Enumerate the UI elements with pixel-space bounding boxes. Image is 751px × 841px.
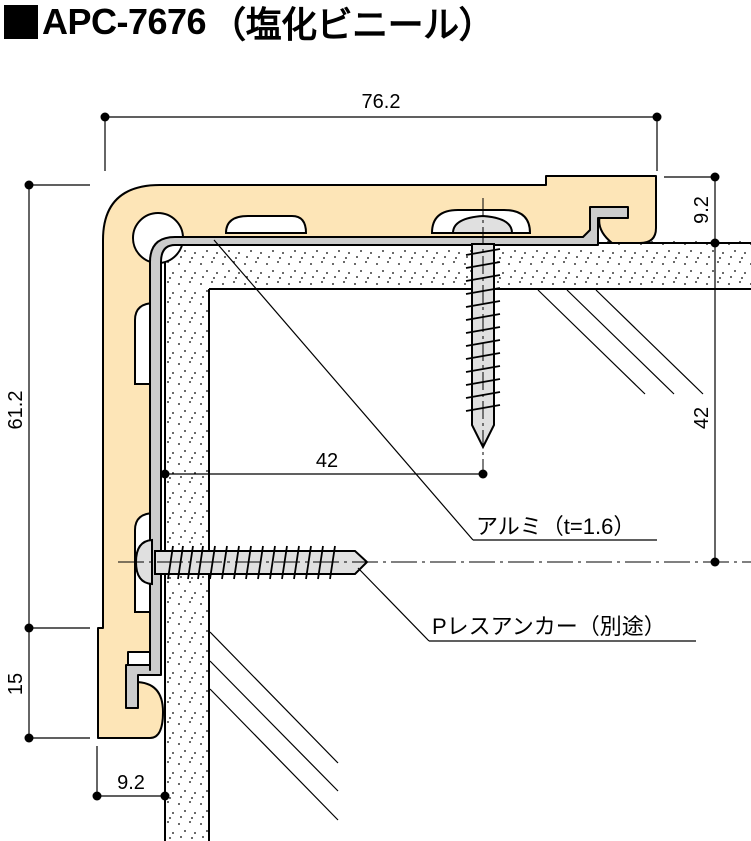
dim-overall-width: 76.2 — [362, 91, 401, 113]
label-aluminum: アルミ（t=1.6） — [476, 514, 635, 539]
dimension-lines — [24, 112, 720, 801]
top-screw — [451, 198, 514, 480]
leader-lines — [213, 239, 696, 642]
dim-bottom-lip-height: 15 — [5, 673, 27, 695]
material-name: （塩化ビニール） — [210, 4, 495, 45]
label-anchor: Pレスアンカー（別途） — [432, 614, 666, 639]
dim-bottom-lip-width: 9.2 — [117, 772, 145, 794]
dim-screw-horizontal-offset: 42 — [316, 450, 338, 472]
model-number: APC-7676 — [42, 1, 207, 42]
square-bullet-icon — [4, 5, 38, 39]
aluminum-angle — [125, 206, 629, 709]
dim-screw-vertical-offset: 42 — [691, 407, 713, 429]
drawing-title: APC-7676 （塩化ビニール） — [4, 1, 495, 45]
dim-top-lip-height: 9.2 — [691, 196, 713, 224]
anchor-screw — [118, 538, 751, 586]
dim-overall-height: 61.2 — [5, 391, 27, 430]
hatch-lines — [209, 289, 704, 821]
substrate-board — [160, 240, 751, 841]
